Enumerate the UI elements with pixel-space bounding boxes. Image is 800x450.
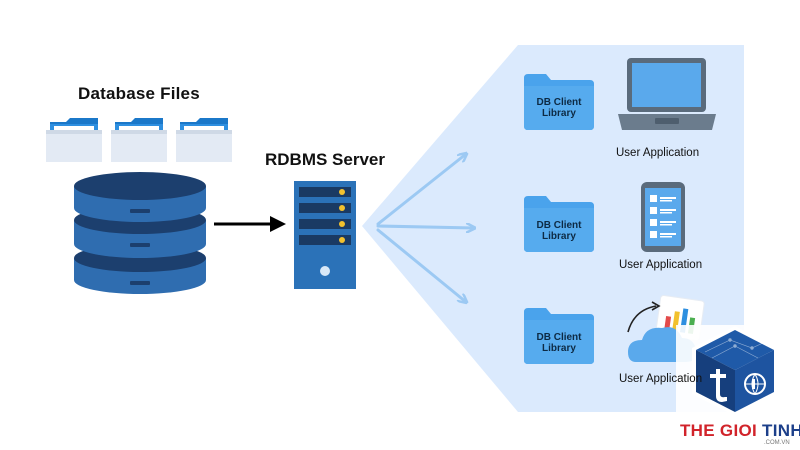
- server-slot: [299, 219, 351, 229]
- client-library-line1: DB Client: [536, 220, 582, 231]
- server-power-light: [320, 266, 330, 276]
- library-folder-icon: [524, 196, 594, 252]
- client-library-label: DB Client Library: [523, 97, 595, 119]
- client-library-label: DB Client Library: [523, 332, 595, 354]
- arrow-to-client-2: [376, 226, 474, 228]
- client-library-line1: DB Client: [536, 97, 582, 108]
- fanout-arrows: [376, 154, 474, 302]
- database-folder-icons: [46, 118, 232, 162]
- arrow-to-client-1: [376, 154, 466, 226]
- client-library-line2: Library: [542, 343, 576, 354]
- rdbms-server-title: RDBMS Server: [265, 150, 385, 169]
- library-folder-icon: [524, 308, 594, 364]
- watermark-brand: THE GIOI TINHOC: [680, 421, 800, 441]
- folder-icon: [176, 118, 232, 162]
- arrow-to-client-3: [376, 228, 466, 302]
- folder-icon: [111, 118, 167, 162]
- server-slot: [299, 203, 351, 213]
- laptop-icon: [618, 58, 716, 130]
- watermark-brand-sub: .COM.VN: [764, 440, 790, 446]
- server-slot: [299, 187, 351, 197]
- phone-icon: [641, 182, 685, 252]
- client-library-line2: Library: [542, 231, 576, 242]
- database-disk: [74, 172, 206, 222]
- brand-red-text: THE GIOI: [680, 421, 763, 440]
- folder-icon: [46, 118, 102, 162]
- watermark-logo-icon: [676, 325, 794, 416]
- user-application-label: User Application: [619, 373, 703, 385]
- client-library-line1: DB Client: [536, 332, 582, 343]
- curved-arrow: [627, 305, 657, 333]
- database-stack-icon: [74, 172, 206, 294]
- user-application-label: User Application: [619, 259, 703, 271]
- arrow-to-server: [214, 216, 286, 232]
- server-slot: [299, 235, 351, 245]
- database-files-title: Database Files: [78, 84, 200, 103]
- client-library-line2: Library: [542, 108, 576, 119]
- user-application-label: User Application: [616, 147, 700, 159]
- brand-blue-text: TINHOC: [762, 421, 800, 440]
- client-library-label: DB Client Library: [523, 220, 595, 242]
- library-folder-icon: [524, 74, 594, 130]
- server-icon: [294, 181, 356, 289]
